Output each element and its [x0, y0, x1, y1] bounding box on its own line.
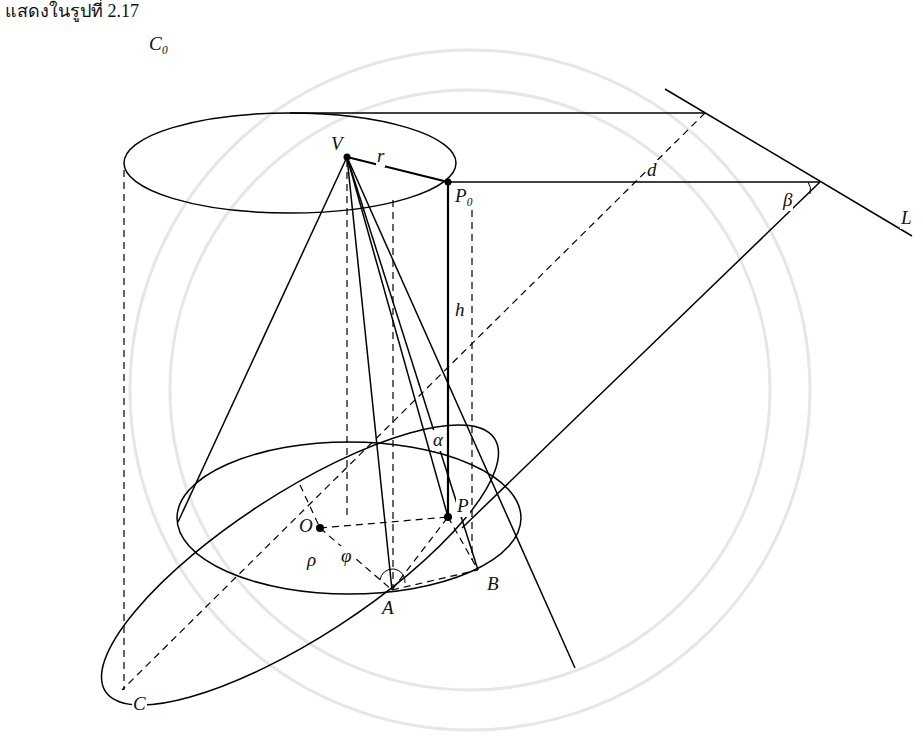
- point-label: C: [132, 694, 147, 715]
- watermark-seal: [130, 50, 810, 730]
- point-label: P: [456, 496, 470, 517]
- point-label: r: [376, 146, 385, 167]
- point-label: P₀: [454, 186, 474, 207]
- point-label: β: [782, 190, 793, 211]
- point-label: ρ: [306, 550, 317, 571]
- point-label: α: [432, 430, 444, 451]
- point-label: h: [454, 300, 466, 321]
- point-label: A: [381, 598, 395, 619]
- point-label: d: [646, 160, 658, 181]
- point-label: φ: [340, 546, 353, 567]
- point-label: O: [298, 516, 314, 537]
- point-label: C₀: [148, 34, 169, 55]
- point-label: B: [486, 574, 500, 595]
- point-label: L: [900, 208, 913, 229]
- point-label: V: [330, 134, 344, 155]
- caption-fragment: แสดงในรูปที่ 2.17: [4, 2, 140, 22]
